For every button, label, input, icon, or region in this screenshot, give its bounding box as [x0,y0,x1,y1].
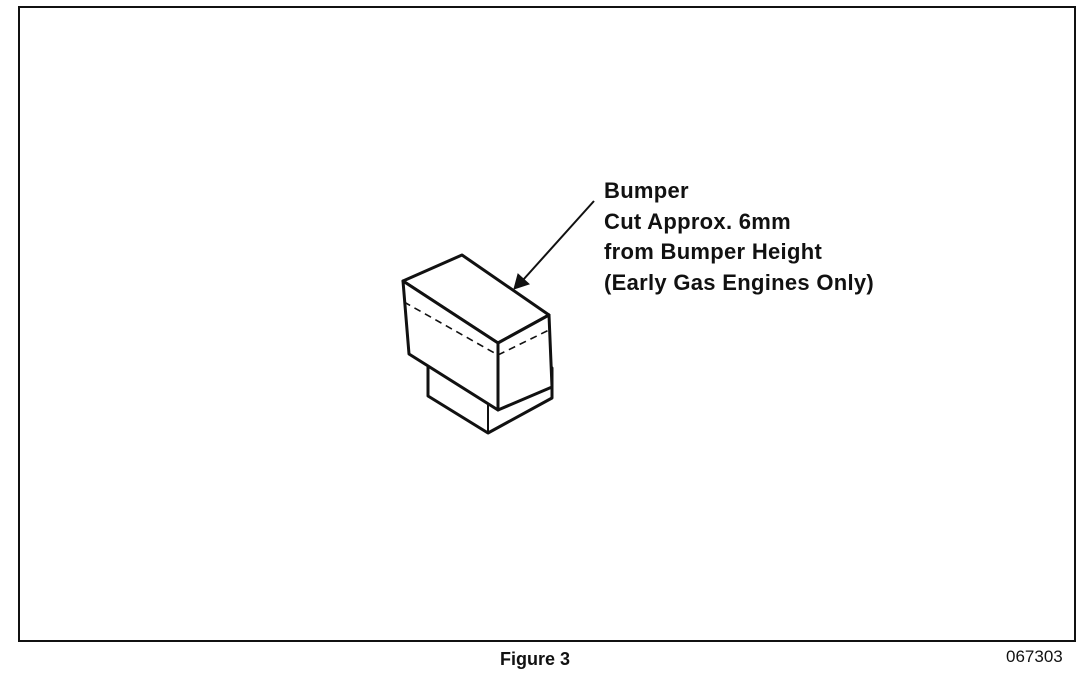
bumper-block [401,253,554,412]
figure-caption: Figure 3 [500,649,571,669]
figure-frame [18,6,1076,642]
bumper-callout: Bumper Cut Approx. 6mm from Bumper Heigh… [604,176,874,298]
cut-line [403,301,550,356]
reference-number: 067303 [1006,647,1063,666]
callout-line-3: from Bumper Height [604,239,823,264]
callout-line-1: Bumper [604,178,689,203]
callout-line-2: Cut Approx. 6mm [604,208,792,234]
callout-line-4: (Early Gas Engines Only) [604,269,875,295]
leader-arrow [513,200,595,290]
